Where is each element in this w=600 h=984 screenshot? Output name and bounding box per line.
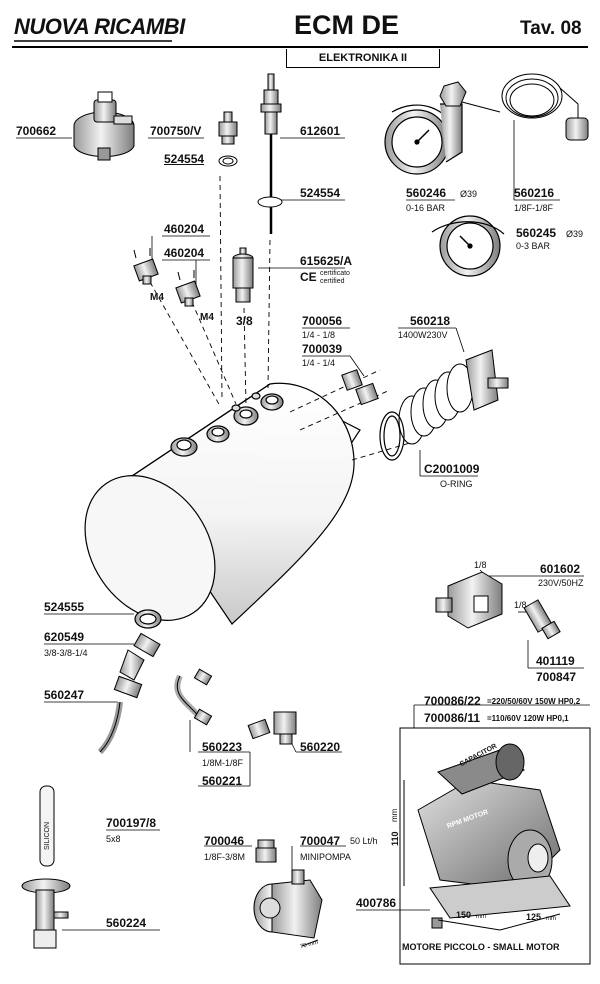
motor-drawing — [399, 727, 591, 965]
part-700197: 700197/8 — [106, 816, 157, 830]
dim-150: 150 — [456, 910, 472, 920]
fitting-700750-drawing — [218, 111, 238, 167]
part-700039-fit: 1/4 - 1/4 — [302, 358, 336, 368]
valve-401119-drawing — [523, 599, 561, 640]
solenoid-valve-drawing — [435, 571, 503, 629]
model-title: ECM DE — [294, 10, 400, 40]
part-524554-b: 524554 — [300, 186, 341, 200]
mini-pump-drawing — [253, 869, 323, 947]
thread-3-8: 3/8 — [236, 314, 253, 328]
part-401119: 401119 — [536, 654, 575, 668]
fitting-1-8-a: 1/8 — [474, 560, 487, 570]
boiler-tank-drawing — [84, 382, 361, 626]
part-560246-diam: Ø39 — [460, 189, 478, 199]
part-700047: 700047 — [300, 834, 341, 848]
part-700056: 700056 — [302, 314, 343, 328]
part-524554-a: 524554 — [164, 152, 205, 166]
part-700056-fit: 1/4 - 1/8 — [302, 330, 336, 340]
part-560245-range: 0-3 BAR — [516, 241, 551, 251]
part-524555: 524555 — [44, 600, 85, 614]
silicon-label: SILICON — [44, 821, 51, 850]
certificato-text: certificato — [320, 270, 350, 277]
part-700046-fit: 1/8F-3/8M — [204, 852, 246, 862]
certified-text: certified — [320, 278, 345, 285]
connector-700056-drawing — [341, 369, 379, 406]
heating-element-drawing — [398, 349, 509, 445]
part-560218: 560218 — [410, 314, 451, 328]
filter-560224-drawing — [21, 878, 71, 949]
capillary-560216-drawing — [439, 73, 589, 141]
part-700086-11: 700086/11 — [424, 711, 481, 725]
part-460204-b: 460204 — [164, 246, 205, 260]
part-560223-fit: 1/8M-1/8F — [202, 758, 244, 768]
pressure-switch-drawing — [73, 91, 135, 161]
part-601602-spec: 230V/50HZ — [538, 578, 584, 588]
part-615625: 615625/A — [300, 254, 353, 268]
part-560247: 560247 — [44, 688, 85, 702]
sensor-460204-b-drawing — [175, 270, 201, 307]
m4-label-a: M4 — [150, 292, 164, 303]
ce-mark: CE — [300, 270, 317, 284]
subtitle-box: ELEKTRONIKA II — [286, 49, 440, 68]
part-460204-a: 460204 — [164, 222, 205, 236]
part-560218-spec: 1400W230V — [398, 330, 448, 340]
part-560221: 560221 — [202, 774, 243, 788]
dim-110-unit: mm — [390, 808, 399, 822]
connector-700046-drawing — [255, 839, 277, 863]
silicon-tube-drawing — [39, 785, 55, 867]
part-700750: 700750/V — [150, 124, 202, 138]
dim-110: 110 — [390, 831, 400, 846]
part-700086-22: 700086/22 — [424, 694, 481, 708]
part-700047-desc: MINIPOMPA — [300, 852, 351, 862]
part-612601: 612601 — [300, 124, 341, 138]
part-560224: 560224 — [106, 916, 147, 930]
tap-620549-drawing — [97, 632, 161, 755]
part-560245: 560245 — [516, 226, 557, 240]
safety-valve-drawing — [232, 247, 254, 303]
part-620549-fit: 3/8-3/8-1/4 — [44, 648, 88, 658]
part-700662: 700662 — [16, 124, 57, 138]
part-700847: 700847 — [536, 670, 577, 684]
part-C2001009: C2001009 — [424, 462, 480, 476]
fitting-560220-drawing — [247, 711, 297, 745]
sensor-460204-a-drawing — [133, 248, 159, 285]
part-560223: 560223 — [202, 740, 243, 754]
o-ring-drawing — [379, 411, 405, 461]
probe-612601-drawing — [257, 73, 283, 234]
part-700197-size: 5x8 — [106, 834, 121, 844]
dim-125: 125 — [526, 912, 542, 922]
brand-logo: NUOVA RICAMBI — [14, 14, 185, 39]
m4-label-b: M4 — [200, 312, 214, 323]
table-number: Tav. 08 — [520, 18, 582, 39]
dim-125-unit: mm — [546, 916, 556, 922]
part-700039: 700039 — [302, 342, 343, 356]
part-601602: 601602 — [540, 562, 581, 576]
gauge-560246-drawing — [384, 103, 463, 175]
part-560220: 560220 — [300, 740, 341, 754]
part-560246-range: 0-16 BAR — [406, 203, 446, 213]
part-560216: 560216 — [514, 186, 555, 200]
part-400786: 400786 — [356, 896, 397, 910]
part-700046: 700046 — [204, 834, 245, 848]
part-700086-22-spec: =220/50/60V 150W HP0,2 — [487, 697, 581, 706]
part-700047-flow: 50 Lt/h — [350, 836, 378, 846]
fitting-1-8-b: 1/8 — [514, 600, 527, 610]
part-560216-fit: 1/8F-1/8F — [514, 203, 554, 213]
part-560245-diam: Ø39 — [566, 229, 584, 239]
part-560246: 560246 — [406, 186, 447, 200]
ring-524555-drawing — [134, 609, 162, 629]
leader-lines — [16, 120, 590, 931]
part-700086-11-spec: =110/60V 120W HP0,1 — [487, 714, 569, 723]
gauge-560245-drawing — [431, 215, 505, 277]
part-C2001009-desc: O-RING — [440, 479, 473, 489]
part-620549: 620549 — [44, 630, 85, 644]
dim-150-unit: mm — [476, 914, 486, 920]
fitting-560223-drawing — [174, 668, 213, 726]
motor-label: MOTORE PICCOLO - SMALL MOTOR — [402, 942, 560, 952]
